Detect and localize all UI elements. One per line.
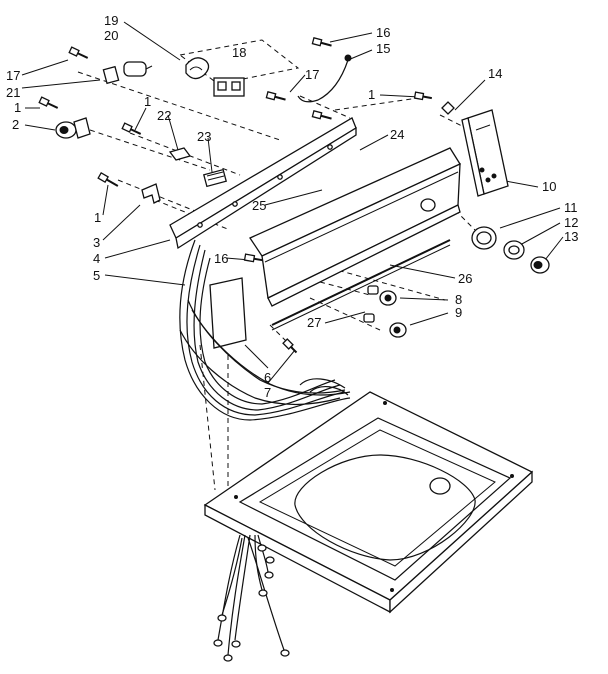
control-bracket-part	[169, 117, 357, 250]
callout-10: 10	[542, 179, 556, 194]
callout-23: 23	[197, 129, 211, 144]
callout-9: 9	[455, 305, 462, 320]
callout-11: 11	[564, 200, 578, 215]
callout-4: 4	[93, 251, 100, 266]
callout-5: 5	[93, 268, 100, 283]
control-panel-part	[249, 147, 461, 331]
shield-part	[209, 277, 247, 349]
callout-17: 17	[305, 67, 319, 82]
callout-20: 20	[104, 28, 118, 43]
callout-3: 3	[93, 235, 100, 250]
callout-1: 1	[94, 210, 101, 225]
callout-13: 13	[564, 229, 578, 244]
callout-17: 17	[6, 68, 20, 83]
bracket-part	[141, 183, 161, 204]
lamp-holder-part	[102, 61, 153, 85]
wire-harness-part	[179, 239, 351, 421]
part-23	[202, 168, 228, 188]
lead-wire-part	[297, 59, 349, 103]
screws	[38, 37, 432, 354]
callout-19: 19	[104, 13, 118, 28]
callout-16: 16	[376, 25, 390, 40]
knob-parts	[471, 226, 550, 274]
timer-part	[185, 57, 245, 97]
callout-7: 7	[264, 385, 271, 400]
lower-wire-leads	[213, 534, 290, 662]
callout-2: 2	[12, 117, 19, 132]
callout-14: 14	[488, 66, 502, 81]
callout-16: 16	[214, 251, 228, 266]
fitting-parts	[363, 285, 407, 338]
callout-numbers: 19 20 18 16 15 17 21 17 14 1 2 1 22 23 1…	[6, 13, 578, 400]
callout-1: 1	[14, 100, 21, 115]
callout-18: 18	[232, 45, 246, 60]
part-22	[168, 147, 192, 161]
callout-15: 15	[376, 41, 390, 56]
callout-26: 26	[458, 271, 472, 286]
callout-24: 24	[390, 127, 404, 142]
callout-21: 21	[6, 85, 20, 100]
callout-1: 1	[144, 94, 151, 109]
callout-27: 27	[307, 315, 321, 330]
callout-8: 8	[455, 292, 462, 307]
callout-12: 12	[564, 215, 578, 230]
callout-22: 22	[157, 108, 171, 123]
switch-part	[55, 117, 91, 139]
callout-6: 6	[264, 370, 271, 385]
leader-lines	[21, 21, 564, 384]
callout-25: 25	[252, 198, 266, 213]
part-14	[441, 101, 455, 115]
end-cap-part	[461, 109, 509, 197]
cabinet-top-part	[203, 391, 534, 614]
callout-1: 1	[368, 87, 375, 102]
